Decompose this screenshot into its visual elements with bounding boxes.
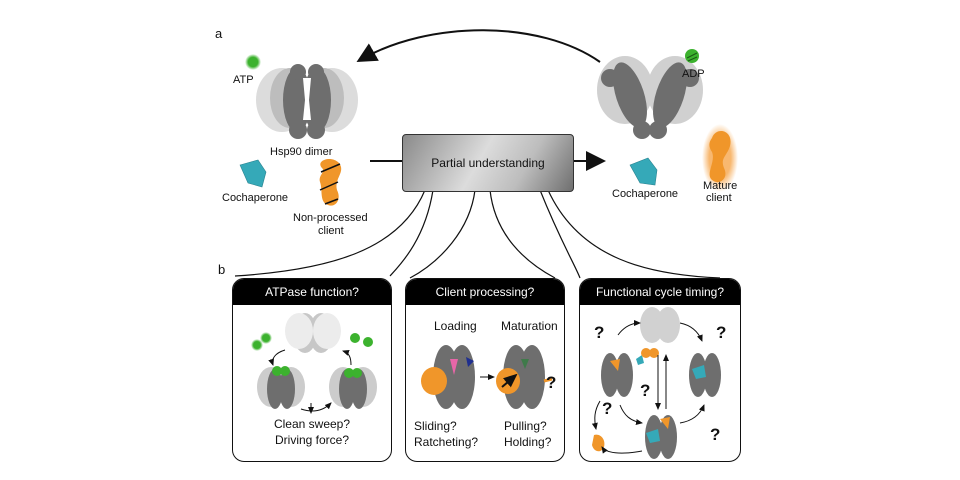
functional-cycle-timing-panel: Functional cycle timing? ? ? ? ? ? (579, 278, 741, 462)
partial-understanding-label: Partial understanding (431, 156, 545, 170)
clean-sweep-question: Clean sweep? (273, 417, 351, 431)
functional-cycle-timing-title: Functional cycle timing? (580, 279, 740, 305)
client-processing-diagram (421, 345, 553, 409)
driving-force-question: Driving force? (274, 433, 350, 447)
atp-label: ATP (233, 74, 254, 86)
pulling-question: Pulling? (504, 419, 547, 433)
sliding-question: Sliding? (414, 419, 457, 433)
non-processed-client-icon (319, 158, 342, 206)
mature-client-icon (702, 124, 738, 192)
functional-cycle-diagram (591, 307, 721, 459)
timing-question-mark-2: ? (716, 323, 727, 342)
non-processed-client-label-1: Non-processed (293, 212, 368, 224)
panel-a-letter: a (215, 26, 223, 41)
maturation-question-mark: ? (546, 373, 557, 392)
holding-question: Holding? (504, 435, 552, 449)
timing-question-mark-5: ? (710, 425, 721, 444)
atpase-cycle-diagram (251, 313, 377, 414)
client-processing-panel: Client processing? Loading Maturation ? … (405, 278, 565, 462)
client-processing-title: Client processing? (406, 279, 564, 305)
adp-label: ADP (682, 68, 705, 80)
atpase-function-title: ATPase function? (233, 279, 391, 305)
ratcheting-question: Ratcheting? (414, 435, 479, 449)
atpase-function-panel: ATPase function? Clean sweep? Driving fo… (232, 278, 392, 462)
hsp90-dimer-open-icon (256, 64, 358, 139)
cochaperone-label-right: Cochaperone (612, 188, 679, 200)
loading-label: Loading (434, 319, 477, 333)
cochaperone-label: Cochaperone (222, 192, 289, 204)
mature-client-label-1: Mature (703, 180, 738, 192)
hsp90-dimer-closed-icon (597, 56, 703, 139)
atp-icon (245, 54, 261, 70)
timing-question-mark-1: ? (594, 323, 605, 342)
maturation-label: Maturation (501, 319, 558, 333)
mature-client-label-2: client (706, 192, 732, 204)
hsp90-dimer-label: Hsp90 dimer (270, 146, 333, 158)
adp-icon (685, 49, 699, 63)
return-arrow (356, 29, 601, 63)
cochaperone-icon (239, 159, 267, 188)
timing-question-mark-4: ? (602, 399, 613, 418)
timing-question-mark-3: ? (640, 381, 651, 400)
non-processed-client-label-2: client (318, 225, 344, 237)
cochaperone-icon-right (629, 157, 658, 186)
panel-b-letter: b (218, 262, 226, 277)
partial-understanding-box: Partial understanding (402, 134, 574, 192)
